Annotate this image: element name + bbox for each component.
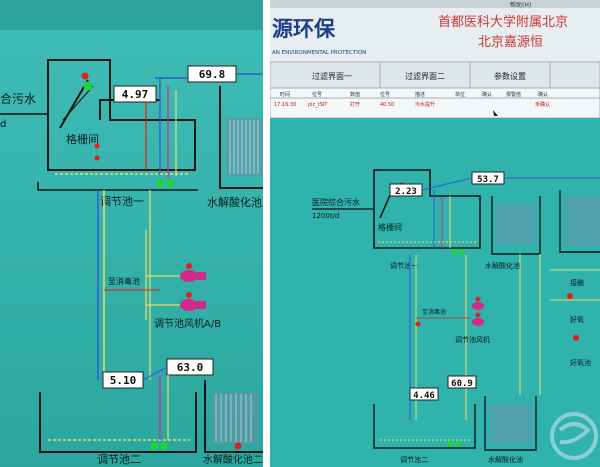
svg-text:plc_tSIT: plc_tSIT [308,102,328,108]
help-menu[interactable]: 帮助(H) [510,1,531,9]
hydrolysis-2-label: 水解酸化池 [488,455,523,464]
level-readout-top: 69.8 [199,68,226,81]
col-desc: 描述 [415,91,425,98]
grille-status-light [83,81,93,91]
pump-1b-status [166,179,174,187]
mouse-cursor-icon [493,110,498,116]
blower-label: 调节池风机 [455,335,490,344]
inlet-label: 医院综合污水 [312,197,360,207]
level-readout-mid: 63.0 [177,361,204,374]
aerobic-label-2: 好氧池 [570,358,591,367]
level-readout-2: 5.10 [110,374,137,387]
col-confirm: 确认 [482,91,492,98]
left-process-diagram: 合污水 d 格栅间 4.97 69.8 水解酸化池 调节池一 至消毒池 [0,0,263,467]
level-readout-2: 4.46 [413,391,435,401]
tab-filter-1[interactable]: 过滤界面一 [312,71,352,81]
grille-building-outline [47,59,196,171]
hospital-title-line-2: 北京嘉源恒 [478,35,543,50]
left-photo: 合污水 d 格栅间 4.97 69.8 水解酸化池 调节池一 至消毒池 [0,0,263,467]
hospital-title-line-1: 首都医科大学附属北京 [438,14,568,30]
svg-text:污水提升: 污水提升 [415,101,435,108]
tab-parameter-settings[interactable]: 参数设置 [494,71,526,81]
blower-a[interactable] [180,263,206,282]
inlet-label: 合污水 [0,91,36,106]
pump-1a-status [156,179,164,187]
level-readout-1: 4.97 [122,88,149,101]
inlet-unit-label: d [0,119,6,130]
hydrolysis-2-label: 水解酸化池二 [203,453,263,466]
grille-label: 格栅间 [66,132,99,146]
level-readout-top: 53.7 [477,175,499,185]
regulating-pool-2-label: 调节池二 [400,455,428,464]
hydrolysis-1-label: 水解酸化池 [485,261,520,270]
to-disinfection-label: 至消毒池 [422,308,446,316]
right-process-diagram: 帮助(H) 源环保 AN ENVIRONMENTAL PROTECTION 首都… [270,0,600,467]
grille-alarm-light [81,72,89,80]
alarm-row[interactable]: 17:16:30 plc_tSIT 打开 40.50 污水提升 未确认 [274,101,550,108]
hydrolysis-1-label: 水解酸化池 [207,195,262,209]
regulating-pool-1-label: 调节池一 [100,195,144,208]
col-time: 时间 [280,91,290,98]
watermark-logo [550,412,598,460]
contact-tank-label: 接触 [570,278,584,287]
hydrolysis-1-media [226,118,263,176]
col-tag: 位号 [312,91,322,98]
to-disinfection-label: 至消毒池 [108,276,140,286]
col-alarm-value: 报警值 [506,91,521,98]
col-unit: 单位 [455,91,465,98]
aerobic-label-1: 好氧 [570,315,584,324]
grille-screen-2 [62,85,94,121]
blower-b[interactable] [472,312,484,327]
pump-2a-status [150,442,158,450]
regulating-pool-2-label: 调节池二 [97,453,141,466]
level-readout-mid: 60.9 [451,379,473,389]
svg-text:打开: 打开 [350,101,360,108]
blower-label: 调节池风机A/B [154,317,221,330]
brand-logo-english: AN ENVIRONMENTAL PROTECTION [272,50,366,56]
svg-text:17:16:30: 17:16:30 [274,102,296,108]
blower-a[interactable] [472,296,484,311]
svg-text:未确认: 未确认 [535,101,550,108]
grille-screen [59,79,89,129]
tab-filter-2[interactable]: 过滤界面二 [405,71,445,81]
inlet-flow-label: 1200t/d [312,212,339,220]
level-readout-1-box [113,85,157,103]
col-value: 数值 [350,91,360,98]
pump-2b-status [160,442,168,450]
blower-b[interactable] [180,292,206,311]
regulating-pool-1-label: 调节池一 [390,261,418,270]
right-photo: 帮助(H) 源环保 AN ENVIRONMENTAL PROTECTION 首都… [270,0,600,467]
svg-text:40.50: 40.50 [380,102,394,108]
level-readout-1: 2.23 [395,187,417,197]
brand-logo-text: 源环保 [272,17,336,41]
col-tag-2: 位号 [380,91,390,98]
photo-gap [263,0,270,467]
grille-label: 格栅间 [378,222,402,232]
col-confirm-2: 确认 [538,91,548,98]
